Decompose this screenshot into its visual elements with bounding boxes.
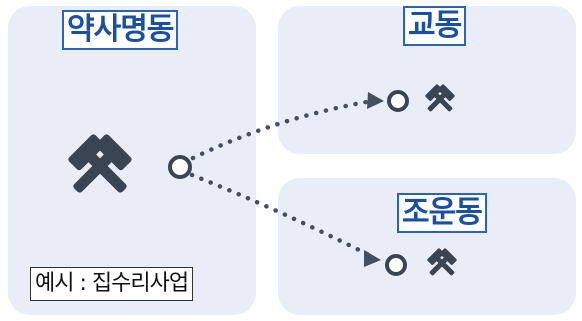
crossed-hammers-icon (62, 133, 138, 204)
title-yaksamyeong-dong: 약사명동 (62, 10, 179, 50)
joun-dong-node-icon (385, 254, 407, 276)
arrowhead-bottom-icon (364, 250, 381, 267)
arrowhead-top-icon (367, 92, 384, 109)
title-gyo-dong: 교동 (403, 6, 467, 46)
gyo-dong-hammers-icon (422, 83, 458, 117)
arrow-to-joun-dong (189, 172, 376, 260)
joun-dong-hammers-icon (424, 247, 460, 281)
example-label: 예시 : 집수리사업 (30, 267, 194, 301)
arrow-to-gyo-dong (190, 97, 381, 161)
panel-yaksamyeong-dong (8, 6, 256, 315)
title-joun-dong: 조운동 (397, 193, 487, 233)
source-node-icon (168, 155, 192, 179)
gyo-dong-node-icon (387, 90, 409, 112)
